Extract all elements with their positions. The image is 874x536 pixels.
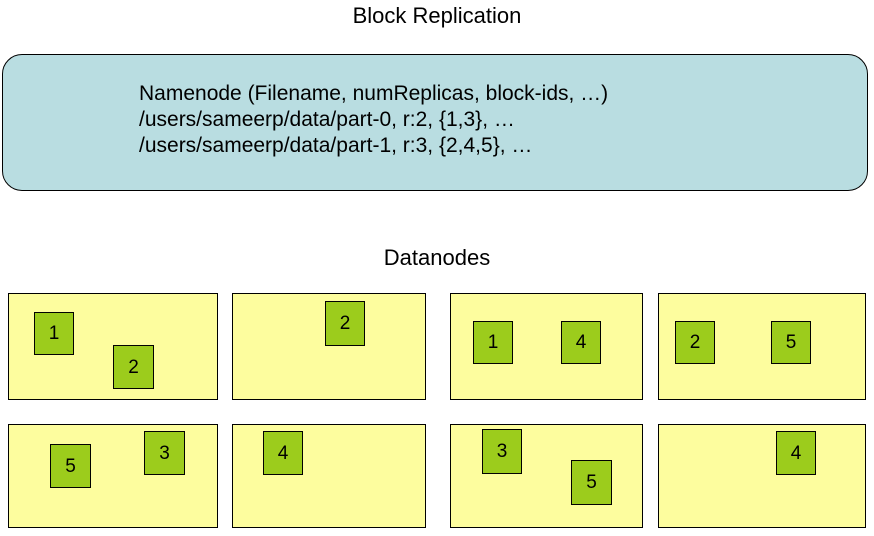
datanodes-label: Datanodes (383, 245, 491, 270)
block-2[interactable]: 2 (113, 345, 154, 389)
namenode-line-header: Namenode (Filename, numReplicas, block-i… (139, 82, 609, 105)
block-5[interactable]: 5 (50, 444, 91, 488)
block-4[interactable]: 4 (561, 321, 601, 364)
block-2[interactable]: 2 (675, 321, 715, 364)
block-5[interactable]: 5 (771, 321, 811, 364)
block-3[interactable]: 3 (482, 429, 522, 474)
datanode-6[interactable]: 4 (232, 424, 426, 528)
block-5[interactable]: 5 (571, 460, 612, 505)
block-4[interactable]: 4 (263, 431, 303, 475)
block-3[interactable]: 3 (144, 431, 185, 475)
datanode-2[interactable]: 2 (232, 293, 426, 400)
namenode-line-part-1: /users/sameerp/data/part-1, r:3, {2,4,5}… (139, 134, 533, 157)
namenode-box: Namenode (Filename, numReplicas, block-i… (2, 54, 868, 191)
block-4[interactable]: 4 (776, 431, 816, 475)
namenode-text: Namenode (Filename, numReplicas, block-i… (139, 81, 608, 159)
namenode-line-part-0: /users/sameerp/data/part-0, r:2, {1,3}, … (139, 108, 515, 131)
block-2[interactable]: 2 (325, 301, 365, 346)
page-title: Block Replication (352, 3, 522, 28)
datanode-8[interactable]: 4 (658, 424, 866, 528)
block-1[interactable]: 1 (473, 321, 513, 364)
block-1[interactable]: 1 (34, 312, 74, 355)
